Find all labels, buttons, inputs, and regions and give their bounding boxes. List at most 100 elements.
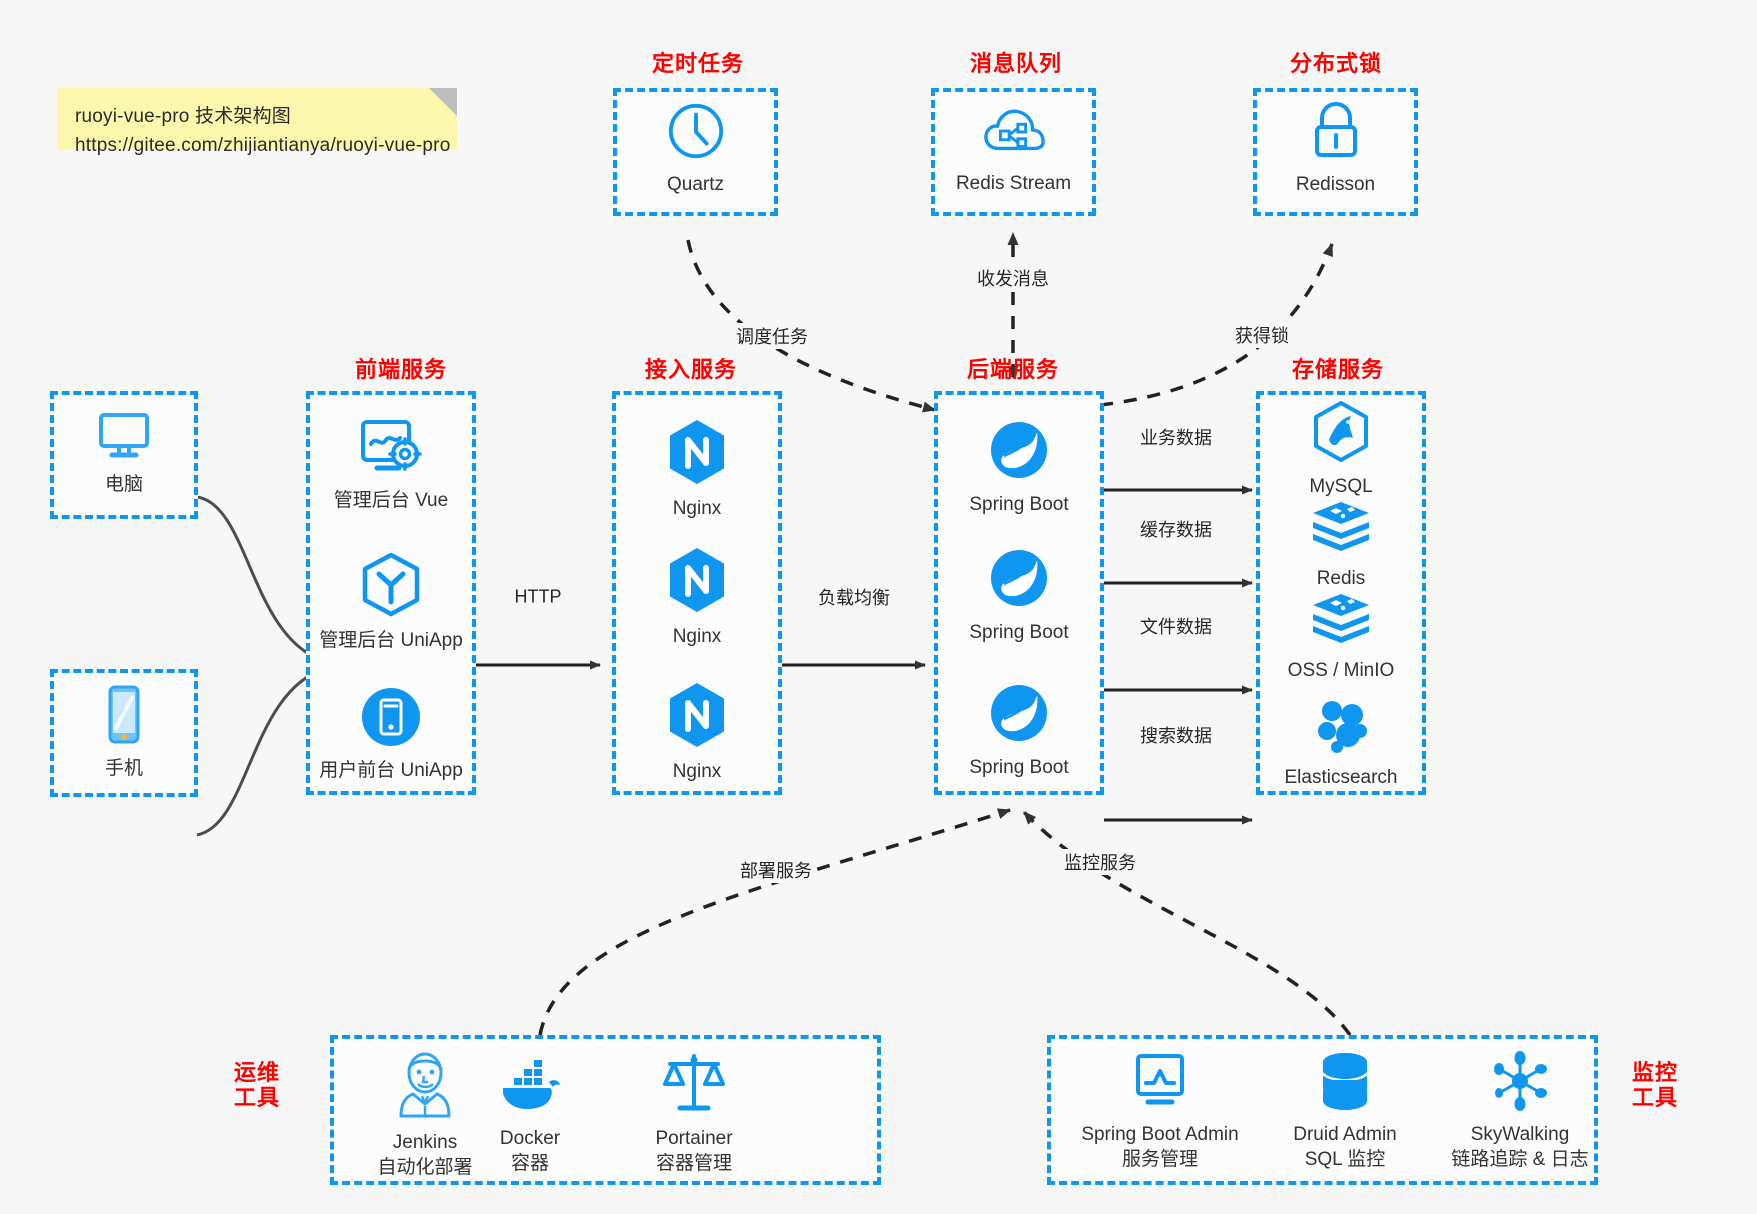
node-sublabel: 服务管理 — [1121, 1148, 1198, 1170]
node-pc[interactable]: 电脑 — [50, 410, 198, 498]
database-icon — [1316, 1050, 1374, 1117]
node-label: 用户前台 UniApp — [319, 760, 463, 781]
node-label: Quartz — [666, 174, 725, 195]
node-label: Nginx — [672, 498, 722, 519]
node-nginx-2[interactable]: Nginx — [612, 546, 782, 650]
node-label: Redis — [1316, 568, 1366, 589]
node-label: Druid Admin — [1293, 1124, 1397, 1145]
group-box-message-queue — [931, 88, 1096, 216]
nginx-icon — [666, 681, 728, 754]
nginx-icon — [666, 418, 728, 491]
mysql-dolphin-icon — [1311, 400, 1371, 469]
edge-label-send-receive-message: 收发消息 — [974, 265, 1052, 291]
node-nginx-3[interactable]: Nginx — [612, 681, 782, 785]
cloud-network-icon — [983, 103, 1045, 166]
note-fold-corner — [429, 88, 457, 116]
spring-leaf-icon — [987, 546, 1051, 615]
node-sublabel: 容器管理 — [655, 1152, 732, 1174]
node-spring-boot-admin[interactable]: Spring Boot Admin 服务管理 — [1065, 1050, 1255, 1172]
group-title-message-queue: 消息队列 — [969, 51, 1062, 76]
monitor-chart-icon — [1129, 1050, 1191, 1117]
node-label: Spring Boot — [969, 757, 1069, 778]
group-title-monitor-tools: 监控 工具 — [1620, 1060, 1690, 1111]
note-line-title: ruoyi-vue-pro 技术架构图 — [75, 106, 292, 127]
lock-icon — [1307, 100, 1365, 167]
redis-stack-icon — [1310, 592, 1372, 653]
group-title-scheduled-task: 定时任务 — [651, 51, 744, 76]
node-label: Nginx — [672, 626, 722, 647]
ops-tools-line2: 工具 — [233, 1085, 280, 1111]
edge-label-load-balance: 负载均衡 — [815, 584, 893, 610]
node-label: 电脑 — [104, 474, 143, 495]
node-label: 管理后台 UniApp — [319, 630, 463, 651]
node-label: Docker — [499, 1128, 561, 1149]
desktop-monitor-icon — [95, 410, 153, 467]
node-label: SkyWalking — [1470, 1124, 1570, 1145]
scales-icon — [662, 1050, 726, 1121]
uniapp-hexagon-icon — [360, 552, 422, 623]
node-skywalking[interactable]: SkyWalking 链路追踪 & 日志 — [1430, 1050, 1610, 1172]
node-jenkins[interactable]: Jenkins 自动化部署 — [345, 1050, 505, 1180]
node-redisson[interactable]: Redisson — [1253, 100, 1418, 198]
node-label: Jenkins — [392, 1132, 458, 1153]
note-card: ruoyi-vue-pro 技术架构图 https://gitee.com/zh… — [57, 88, 457, 156]
node-label: Redis Stream — [955, 173, 1072, 194]
edge-label-business-data: 业务数据 — [1137, 424, 1215, 450]
node-quartz[interactable]: Quartz — [613, 100, 778, 198]
docker-whale-icon — [497, 1050, 563, 1121]
jenkins-butler-icon — [396, 1050, 454, 1125]
edge-label-monitor-service: 监控服务 — [1061, 849, 1139, 875]
edge-label-http: HTTP — [511, 586, 565, 608]
edge-label-deploy-service: 部署服务 — [737, 857, 815, 883]
group-title-ops-tools: 运维 工具 — [222, 1060, 292, 1111]
mobile-circle-icon — [360, 686, 422, 753]
node-label: OSS / MinIO — [1287, 660, 1395, 681]
monitor-tools-line1: 监控 — [1631, 1060, 1678, 1085]
group-title-backend-service: 后端服务 — [966, 357, 1059, 382]
node-admin-vue[interactable]: 管理后台 Vue — [306, 418, 476, 514]
node-label: Portainer — [655, 1128, 733, 1149]
edge-label-acquire-lock: 获得锁 — [1232, 322, 1292, 348]
mobile-phone-icon — [102, 684, 146, 751]
edge-label-schedule-task: 调度任务 — [733, 323, 811, 349]
redis-stack-icon — [1310, 500, 1372, 561]
node-elasticsearch[interactable]: Elasticsearch — [1256, 695, 1426, 791]
node-mysql[interactable]: MySQL — [1256, 400, 1426, 500]
node-nginx-1[interactable]: Nginx — [612, 418, 782, 522]
node-druid-admin[interactable]: Druid Admin SQL 监控 — [1265, 1050, 1425, 1172]
node-spring-boot-2[interactable]: Spring Boot — [934, 546, 1104, 646]
edge-label-file-data: 文件数据 — [1137, 613, 1215, 639]
node-spring-boot-1[interactable]: Spring Boot — [934, 418, 1104, 518]
node-phone[interactable]: 手机 — [50, 684, 198, 782]
node-label: Spring Boot Admin — [1081, 1124, 1239, 1145]
monitor-tools-line2: 工具 — [1631, 1085, 1678, 1111]
node-label: Redisson — [1295, 174, 1376, 195]
node-admin-uniapp[interactable]: 管理后台 UniApp — [306, 552, 476, 654]
group-title-distributed-lock: 分布式锁 — [1289, 51, 1382, 76]
nginx-icon — [666, 546, 728, 619]
node-label: Spring Boot — [969, 622, 1069, 643]
node-sublabel: 自动化部署 — [377, 1156, 473, 1178]
node-redis[interactable]: Redis — [1256, 500, 1426, 592]
spring-leaf-icon — [987, 681, 1051, 750]
group-title-access-service: 接入服务 — [644, 357, 737, 382]
node-oss-minio[interactable]: OSS / MinIO — [1256, 592, 1426, 684]
node-docker[interactable]: Docker 容器 — [450, 1050, 610, 1176]
edge-label-search-data: 搜索数据 — [1137, 722, 1215, 748]
group-title-frontend-service: 前端服务 — [354, 357, 447, 382]
node-label: MySQL — [1309, 476, 1373, 497]
group-box-scheduled-task — [613, 88, 778, 216]
node-redis-stream[interactable]: Redis Stream — [931, 103, 1096, 197]
node-sublabel: 链路追踪 & 日志 — [1451, 1148, 1589, 1170]
clock-icon — [665, 100, 727, 167]
group-box-monitor-tools — [1047, 1035, 1598, 1185]
elasticsearch-icon — [1310, 695, 1372, 760]
node-label: 手机 — [104, 758, 143, 779]
node-user-uniapp[interactable]: 用户前台 UniApp — [306, 686, 476, 784]
node-label: Spring Boot — [969, 494, 1069, 515]
node-portainer[interactable]: Portainer 容器管理 — [614, 1050, 774, 1176]
node-spring-boot-3[interactable]: Spring Boot — [934, 681, 1104, 781]
group-box-distributed-lock — [1253, 88, 1418, 216]
note-line-url: https://gitee.com/zhijiantianya/ruoyi-vu… — [75, 135, 451, 157]
